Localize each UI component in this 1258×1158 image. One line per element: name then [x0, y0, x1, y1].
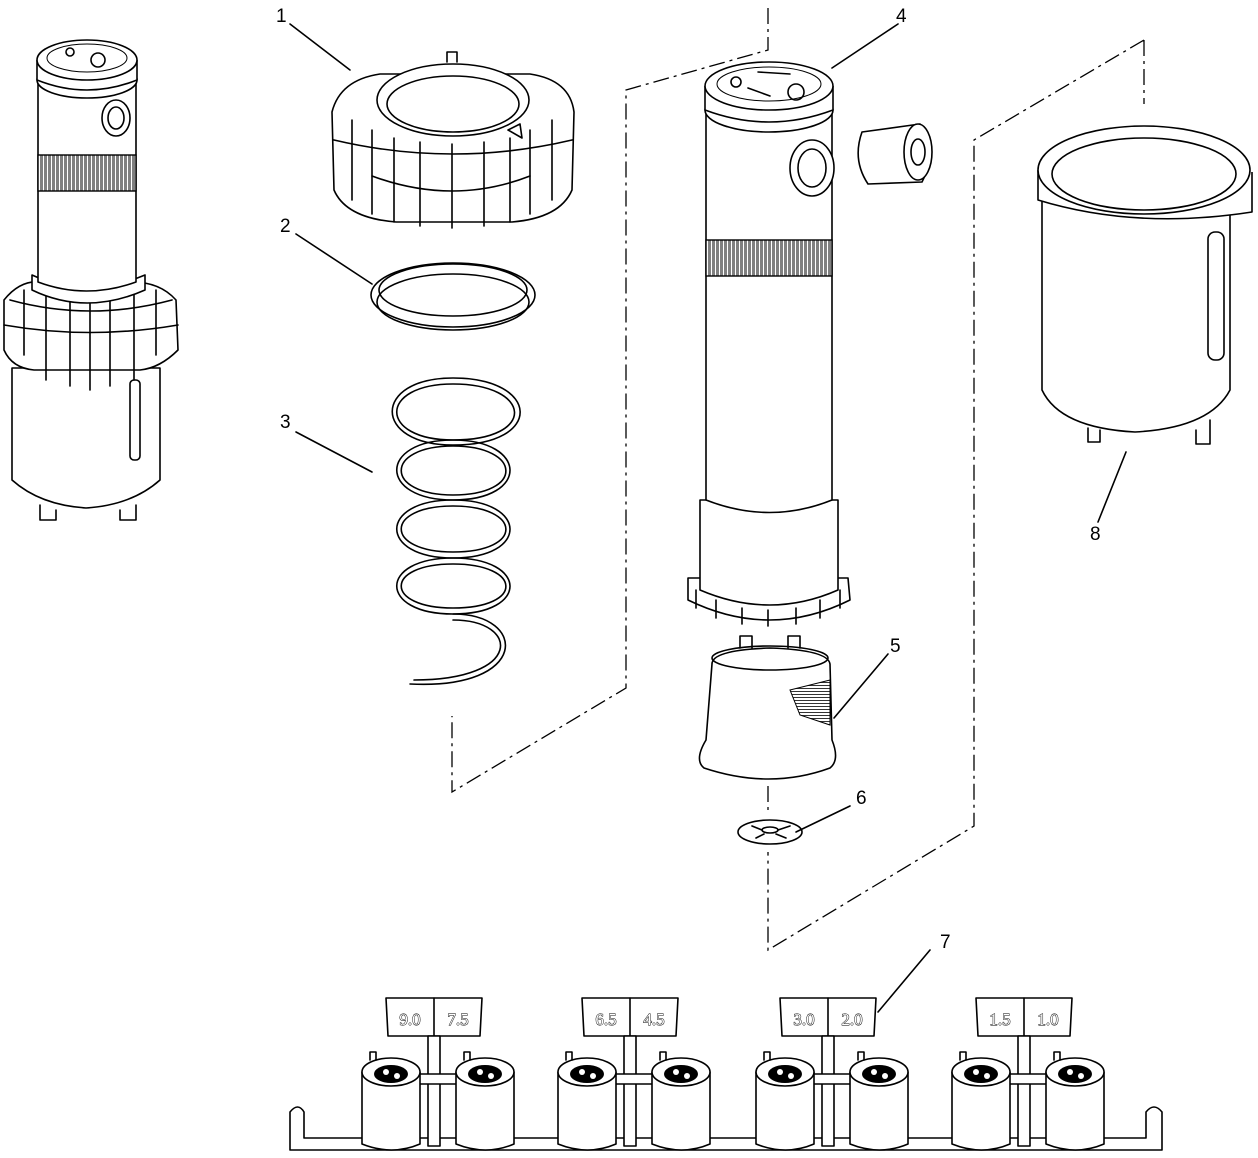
callout-4: 4	[896, 6, 907, 27]
callout-5: 5	[890, 636, 901, 657]
nozzle	[1045, 1051, 1105, 1151]
callout-1: 1	[276, 6, 287, 27]
nozzle-group: 1.5 1.0	[951, 997, 1105, 1151]
part-5-shroud	[698, 635, 837, 780]
nozzle-size-tag: 4.5	[643, 1010, 664, 1029]
callout-7: 7	[940, 932, 951, 953]
callout-3: 3	[280, 412, 291, 433]
part-1-cap	[331, 51, 575, 229]
part-8-can	[1037, 125, 1253, 445]
nozzle-group: 9.0 7.5	[361, 997, 515, 1151]
part-2-seal-ring	[370, 262, 536, 331]
nozzle-size-tag: 6.5	[595, 1010, 616, 1029]
nozzle-size-tag: 1.0	[1037, 1010, 1058, 1029]
nozzle-size-tag: 1.5	[989, 1010, 1010, 1029]
part-6-washer	[737, 819, 803, 845]
leader-lines	[289, 23, 1127, 1013]
callout-8: 8	[1090, 524, 1101, 545]
nozzle-size-tag: 3.0	[793, 1010, 814, 1029]
nozzle	[557, 1051, 617, 1151]
nozzle	[951, 1051, 1011, 1151]
nozzle-size-tag: 9.0	[399, 1010, 420, 1029]
nozzle-size-tag: 7.5	[447, 1010, 468, 1029]
callout-6: 6	[856, 788, 867, 809]
nozzle-groups: 9.0 7.5 6.5 4.5 3.0 2.0 1.5 1.0	[361, 997, 1105, 1151]
nozzle-group: 3.0 2.0	[755, 997, 909, 1151]
nozzle	[361, 1051, 421, 1151]
nozzle-group: 6.5 4.5	[557, 997, 711, 1151]
callout-labels: 1 2 3 4 5 6 7 8	[276, 6, 1101, 953]
part-3-spring	[391, 377, 521, 686]
part-4-riser	[687, 61, 933, 627]
assembly-lines	[451, 8, 1145, 952]
nozzle	[755, 1051, 815, 1151]
nozzle	[849, 1051, 909, 1151]
nozzle	[651, 1051, 711, 1151]
callout-2: 2	[280, 216, 291, 237]
nozzle	[455, 1051, 515, 1151]
assembled-sprinkler	[3, 39, 179, 521]
nozzle-size-tag: 2.0	[841, 1010, 862, 1029]
